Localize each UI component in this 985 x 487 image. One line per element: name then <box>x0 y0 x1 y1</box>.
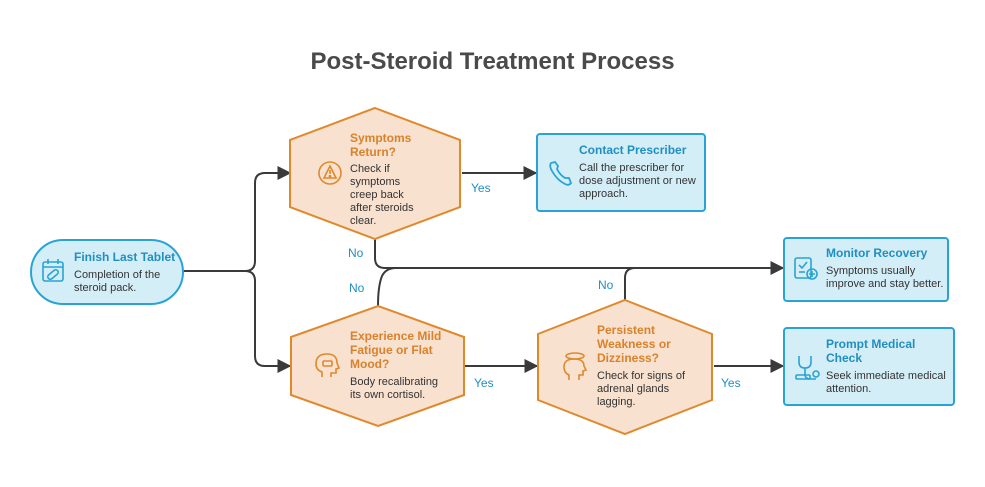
node-weakness-shape <box>537 298 713 436</box>
edge-label-fatigue-no: No <box>349 281 365 295</box>
node-symptoms-title: Symptoms Return? <box>350 131 412 159</box>
node-finish-title: Finish Last Tablet <box>74 250 176 264</box>
node-fatigue-title: Experience Mild Fatigue or Flat Mood? <box>350 329 442 371</box>
connector-split-fatigue <box>244 270 292 373</box>
warning-icon <box>318 161 342 185</box>
node-contact-shape <box>536 133 706 212</box>
node-contact-desc: Call the prescriber for dose adjustment … <box>579 162 696 200</box>
node-monitor-desc: Symptoms usually improve and stay better… <box>826 265 944 290</box>
node-monitor-shape <box>783 237 949 302</box>
node-finish-shape <box>30 239 184 305</box>
dizzy-head-icon <box>563 352 588 380</box>
node-medical-shape <box>783 327 955 406</box>
stethoscope-icon <box>795 356 820 380</box>
edge-label-weakness-yes: Yes <box>721 376 741 390</box>
edge-label-weakness-no: No <box>598 278 614 292</box>
node-monitor-title: Monitor Recovery <box>826 246 928 260</box>
connector-fatigue-no <box>377 267 397 307</box>
connector-symptoms-no <box>374 238 785 275</box>
node-medical-title: Prompt Medical Check <box>826 337 916 365</box>
head-battery-icon <box>315 353 341 377</box>
node-fatigue-desc: Body recalibrating its own cortisol. <box>350 376 439 401</box>
node-fatigue-shape <box>290 304 465 428</box>
edge-label-symptoms-no: No <box>348 246 364 260</box>
edge-label-fatigue-yes: Yes <box>474 376 494 390</box>
pill-calendar-icon <box>42 259 64 282</box>
edge-label-symptoms-yes: Yes <box>471 181 491 195</box>
clipboard-check-icon <box>794 257 818 280</box>
connector-split-symptoms <box>244 166 292 272</box>
node-medical-desc: Seek immediate medical attention. <box>826 370 946 395</box>
node-weakness-desc: Check for signs of adrenal glands laggin… <box>597 370 686 408</box>
node-symptoms-desc: Check if symptoms creep back after stero… <box>350 163 414 227</box>
node-finish-desc: Completion of the steroid pack. <box>74 269 161 294</box>
page-title: Post-Steroid Treatment Process <box>310 48 675 75</box>
node-weakness-title: Persistent Weakness or Dizziness? <box>597 323 671 365</box>
phone-icon <box>549 160 573 186</box>
node-symptoms-shape <box>289 106 461 241</box>
node-contact-title: Contact Prescriber <box>579 143 687 157</box>
connector-weakness-no <box>624 267 636 300</box>
